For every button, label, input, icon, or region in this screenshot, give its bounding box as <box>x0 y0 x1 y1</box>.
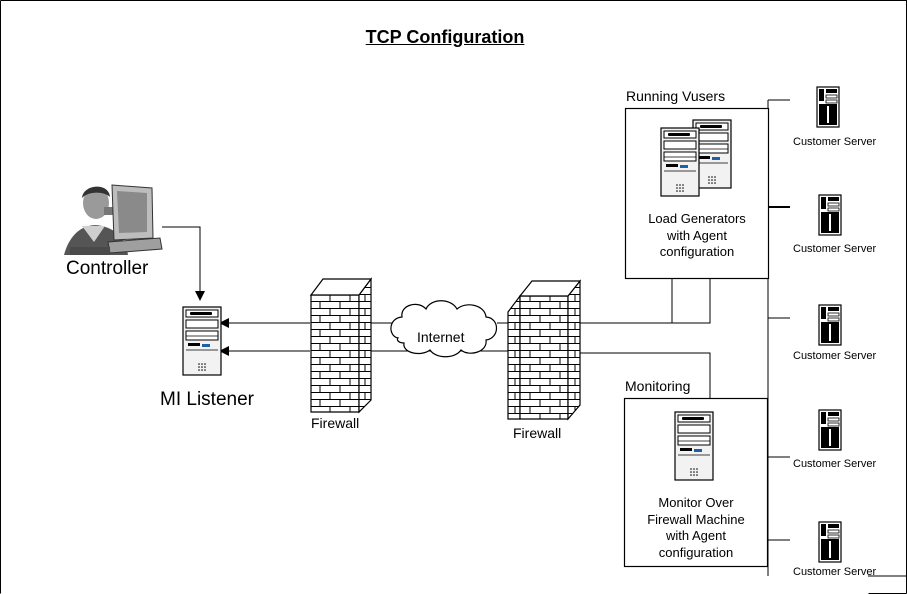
load-generators-line: with Agent <box>667 227 727 243</box>
monitor-description-line: Monitor Over <box>658 495 734 510</box>
load-generators-icon <box>660 119 732 197</box>
customer-server-icon-1 <box>816 86 840 128</box>
mi-listener-server-icon <box>182 306 222 376</box>
customer-server-label: Customer Server <box>793 136 877 148</box>
running-vusers-heading: Running Vusers <box>626 88 726 104</box>
customer-server-icon-4 <box>818 409 842 451</box>
monitor-description: Monitor Over Firewall Machine with Agent… <box>625 495 767 562</box>
monitor-description-line: with Agent <box>666 528 726 544</box>
controller-label: Controller <box>66 258 149 279</box>
monitor-description-line: configuration <box>658 544 734 560</box>
load-generators-line: Load Generators <box>648 211 746 226</box>
customer-server-label: Customer Server <box>793 350 877 362</box>
left-firewall-icon <box>309 277 373 414</box>
right-firewall-label: Firewall <box>513 425 562 441</box>
monitor-description-line: Firewall Machine <box>647 511 745 527</box>
load-generators-line: configuration <box>659 244 735 260</box>
right-firewall-icon <box>507 279 582 421</box>
customer-server-icon-2 <box>818 194 842 236</box>
monitoring-heading: Monitoring <box>625 378 691 394</box>
load-generators-description: Load Generators with Agent configuration <box>626 211 768 261</box>
customer-server-label: Customer Server <box>793 458 877 470</box>
customer-server-icon-3 <box>818 304 842 346</box>
controller-user-icon <box>64 184 163 255</box>
diagram-title: TCP Configuration <box>365 27 525 47</box>
left-firewall-label: Firewall <box>311 415 360 431</box>
internet-label: Internet <box>417 329 465 345</box>
customer-server-label: Customer Server <box>793 243 877 255</box>
monitor-machine-icon <box>674 411 714 481</box>
mi-listener-label: MI Listener <box>160 389 254 410</box>
customer-server-icon-5 <box>818 521 842 563</box>
internet-cloud-icon <box>390 300 498 358</box>
customer-server-label: Customer Server <box>793 566 877 578</box>
